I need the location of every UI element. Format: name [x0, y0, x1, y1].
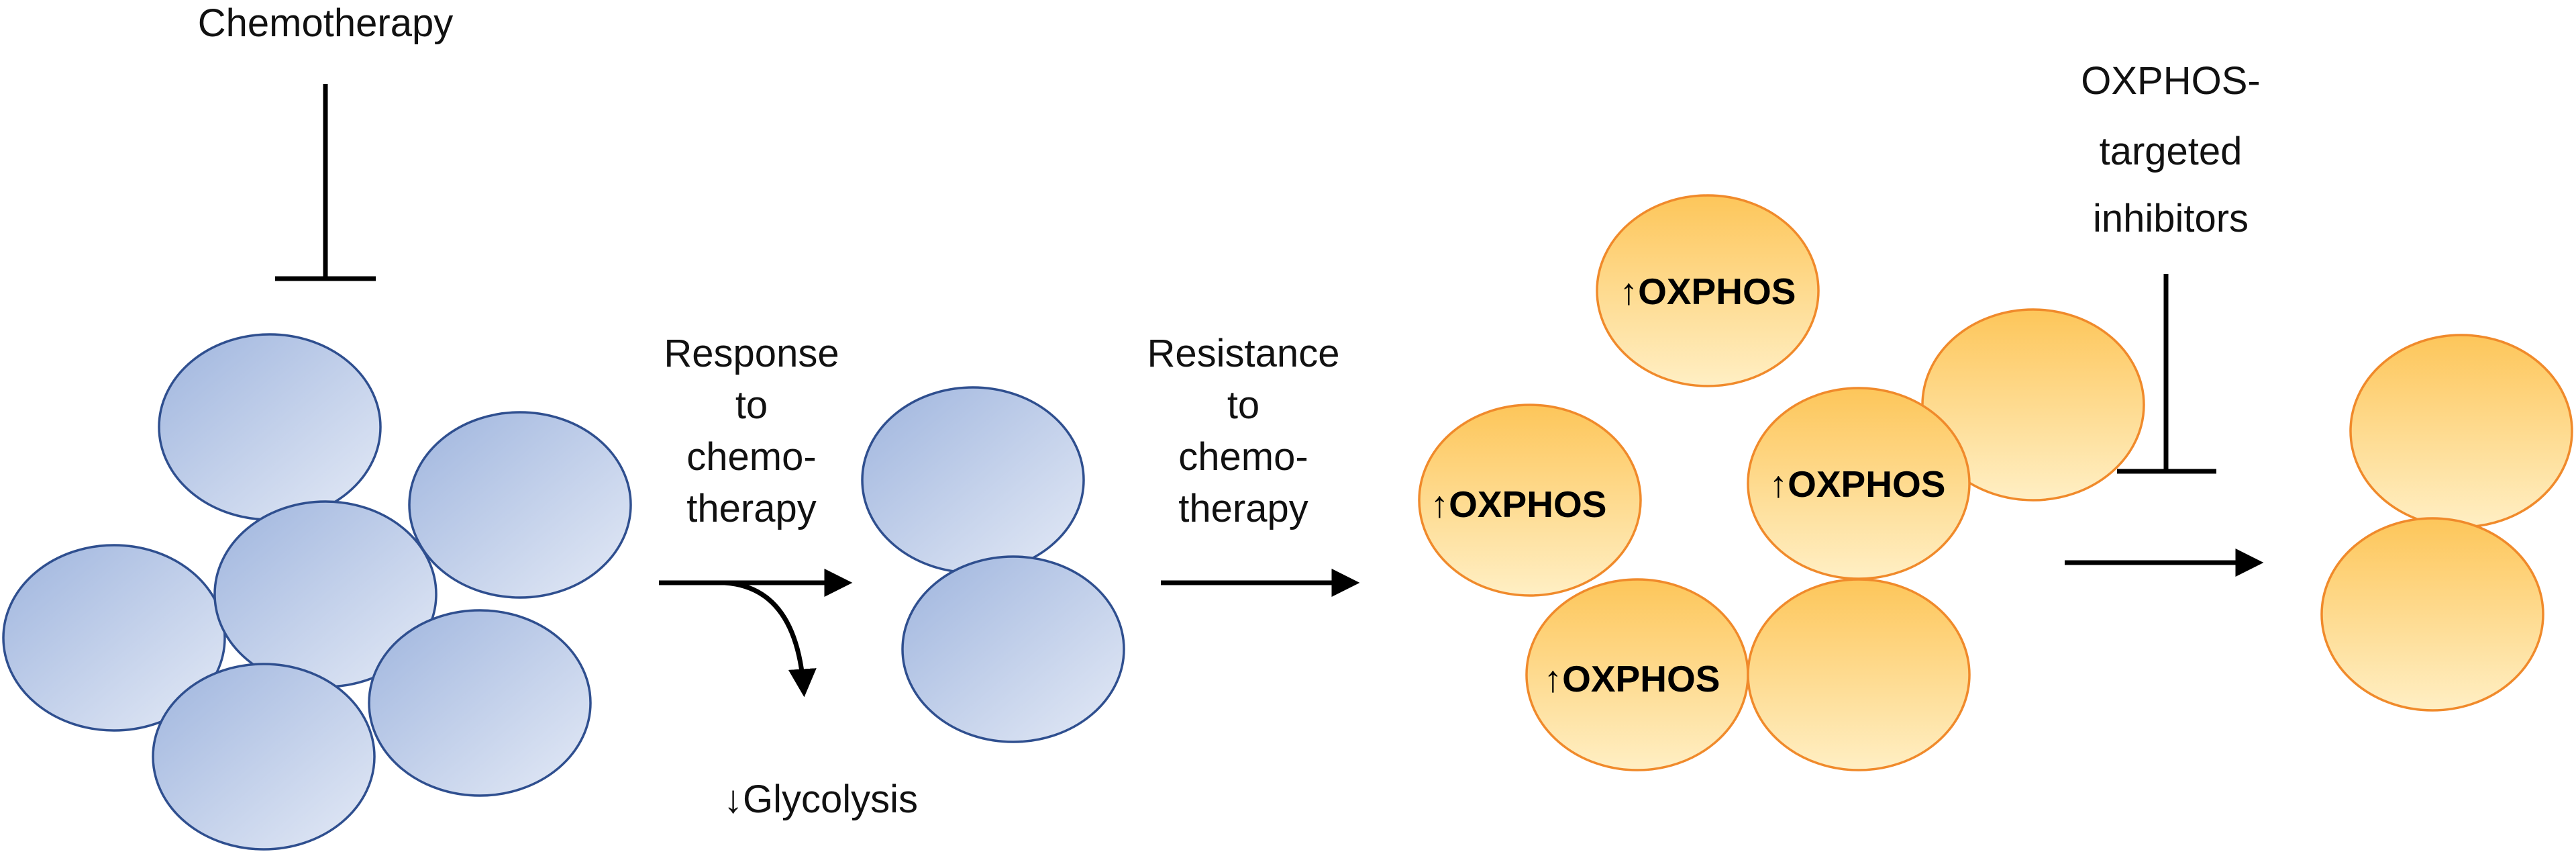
tumor-cell	[408, 411, 632, 599]
glycolysis-label: ↓Glycolysis	[723, 777, 918, 821]
svg-text:OXPHOS-: OXPHOS-	[2081, 59, 2261, 103]
resistant-cell	[1747, 578, 1971, 771]
chemotherapy-label: Chemotherapy	[198, 1, 453, 45]
svg-text:therapy: therapy	[1178, 487, 1308, 530]
tumor-cell	[901, 555, 1125, 743]
glycolysis-curved-arrow	[724, 580, 817, 698]
resistant-cell	[2320, 517, 2544, 712]
resistant-cell	[2349, 334, 2573, 528]
svg-text:targeted: targeted	[2100, 130, 2243, 173]
svg-text:to: to	[1227, 383, 1259, 427]
tumor-cell	[861, 386, 1085, 574]
resistance-label: Resistance to chemo- therapy	[1147, 332, 1340, 530]
response-label: Response to chemo- therapy	[664, 332, 839, 530]
resistant-cell	[1596, 194, 1820, 387]
inhibitors-inhibition-bar	[2117, 274, 2216, 474]
oxphos-label: ↑OXPHOS	[1544, 658, 1720, 700]
resistant-cell-cluster	[1418, 194, 2145, 771]
svg-text:Resistance: Resistance	[1147, 332, 1340, 375]
tumor-cell	[152, 663, 376, 851]
oxphos-label: ↑OXPHOS	[1431, 483, 1607, 525]
inhibitors-label: OXPHOS- targeted inhibitors	[2081, 59, 2261, 240]
initial-tumor-cell-cluster	[2, 333, 632, 851]
svg-text:Response: Response	[664, 332, 839, 375]
svg-text:inhibitors: inhibitors	[2093, 197, 2249, 240]
remaining-cell-cluster	[2320, 334, 2573, 712]
oxphos-label: ↑OXPHOS	[1769, 463, 1946, 505]
svg-text:chemo-: chemo-	[1178, 435, 1308, 479]
tumor-cell	[2, 544, 226, 732]
oxphos-label: ↑OXPHOS	[1620, 271, 1796, 312]
tumor-cell	[368, 609, 592, 797]
chemotherapy-inhibition-bar	[275, 84, 376, 281]
svg-text:to: to	[735, 383, 768, 427]
tumor-cell	[158, 333, 382, 521]
responding-cell-cluster	[861, 386, 1125, 743]
svg-text:chemo-: chemo-	[686, 435, 816, 479]
svg-text:therapy: therapy	[686, 487, 816, 530]
resistant-cell	[1418, 404, 1642, 597]
